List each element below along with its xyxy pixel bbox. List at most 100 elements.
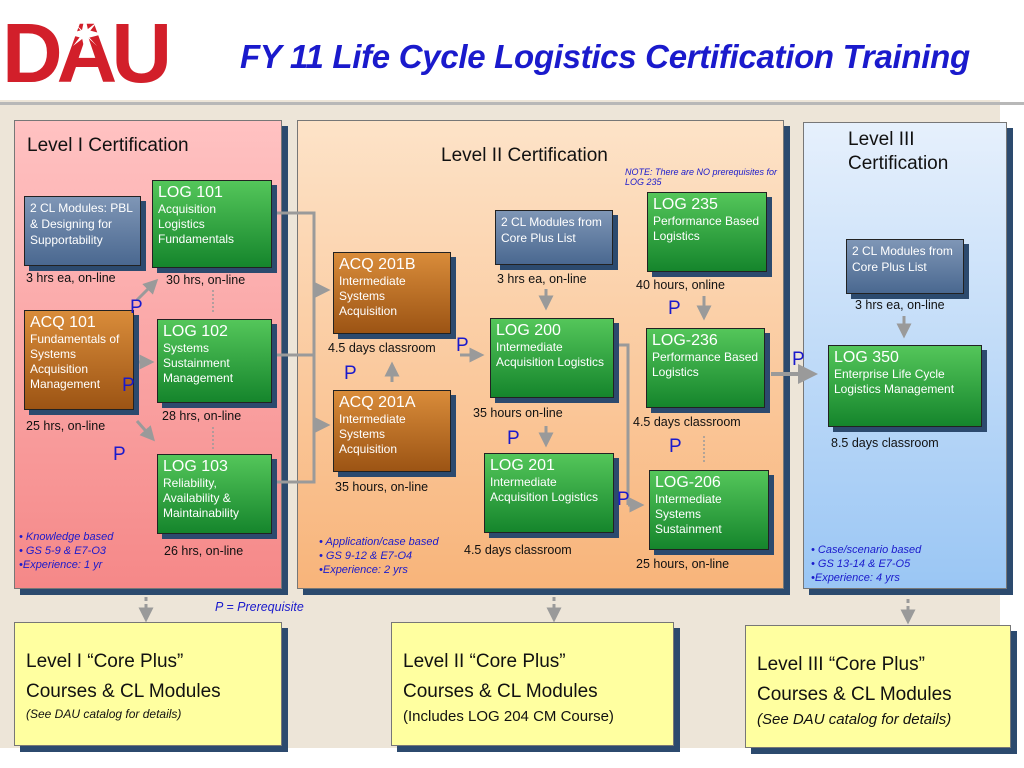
prereq-mark: P (113, 444, 126, 465)
criteria-line: • Case/scenario based (811, 544, 922, 556)
acq101-code: ACQ 101 (30, 314, 96, 331)
level3-core-plus-box[interactable]: Level III “Core Plus” Courses & CL Modul… (745, 625, 1011, 748)
log201-duration: 4.5 days classroom (464, 543, 572, 557)
log350-duration: 8.5 days classroom (831, 436, 939, 450)
level2-modules-duration: 3 hrs ea, on-line (497, 272, 587, 286)
level1-modules-text: 2 CL Modules: PBL & Designing for Suppor… (30, 201, 133, 247)
log350-box[interactable]: LOG 350 Enterprise Life Cycle Logistics … (828, 345, 982, 427)
core-plus-line1: Level I “Core Plus” (26, 651, 184, 672)
criteria-line: •Experience: 1 yr (19, 559, 103, 571)
log236-name: Performance Based Logistics (652, 350, 759, 379)
arrow-acq101-to-log101 (135, 278, 159, 302)
acq201b-box[interactable]: ACQ 201B Intermediate Systems Acquisitio… (333, 252, 451, 334)
acq101-name: Fundamentals of Systems Acquisition Mana… (30, 332, 120, 391)
acq101-box[interactable]: ACQ 101 Fundamentals of Systems Acquisit… (24, 310, 134, 410)
log102-box[interactable]: LOG 102 Systems Sustainment Management (157, 319, 272, 403)
level-3-title: Level III Certification (848, 128, 948, 176)
log236-box[interactable]: LOG-236 Performance Based Logistics (646, 328, 765, 408)
criteria-line: • Knowledge based (19, 531, 114, 543)
logo-text: DAU (2, 12, 167, 90)
log200-code: LOG 200 (496, 322, 561, 339)
criteria-line: • GS 9-12 & E7-O4 (319, 550, 413, 562)
log102-code: LOG 102 (163, 323, 228, 340)
acq201a-code: ACQ 201A (339, 394, 416, 411)
log101-name: Acquisition Logistics Fundamentals (158, 202, 235, 246)
log201-box[interactable]: LOG 201 Intermediate Acquisition Logisti… (484, 453, 614, 533)
log350-name: Enterprise Life Cycle Logistics Manageme… (834, 367, 955, 396)
prereq-mark: P (122, 375, 135, 396)
level1-modules-box[interactable]: 2 CL Modules: PBL & Designing for Suppor… (24, 196, 141, 266)
prereq-mark: P (668, 298, 681, 319)
core-plus-line1: Level II “Core Plus” (403, 651, 566, 672)
level1-bracket (275, 211, 316, 484)
criteria-line: • Application/case based (319, 536, 439, 548)
log206-name: Intermediate Systems Sustainment (655, 492, 722, 536)
acq101-duration: 25 hrs, on-line (26, 419, 106, 433)
acq201a-box[interactable]: ACQ 201A Intermediate Systems Acquisitio… (333, 390, 451, 472)
header-divider (0, 102, 1024, 105)
level2-core-plus-box[interactable]: Level II “Core Plus” Courses & CL Module… (391, 622, 674, 746)
log200-log201-bracket (616, 343, 630, 505)
prereq-mark: P (792, 349, 805, 370)
prereq-mark: P (617, 489, 630, 510)
criteria-line: •Experience: 4 yrs (811, 572, 900, 584)
log103-code: LOG 103 (163, 458, 228, 475)
prereq-mark: P (456, 335, 469, 356)
core-plus-note: (See DAU catalog for details) (26, 707, 182, 721)
level3-modules-box[interactable]: 2 CL Modules from Core Plus List (846, 239, 964, 294)
prereq-mark: P (130, 297, 143, 318)
page-title: FY 11 Life Cycle Logistics Certification… (240, 38, 970, 75)
dau-logo: DAU (2, 12, 173, 90)
acq201b-name: Intermediate Systems Acquisition (339, 274, 406, 318)
core-plus-line1: Level III “Core Plus” (757, 654, 925, 675)
log350-code: LOG 350 (834, 349, 899, 366)
log103-box[interactable]: LOG 103 Reliability, Availability & Main… (157, 454, 272, 534)
log102-duration: 28 hrs, on-line (162, 409, 242, 423)
core-plus-line2: Courses & CL Modules (757, 684, 952, 705)
log200-duration: 35 hours on-line (473, 406, 563, 420)
core-plus-line2: Courses & CL Modules (26, 681, 221, 702)
log235-duration: 40 hours, online (636, 278, 725, 292)
log235-prereq-note: NOTE: There are NO prerequisites for LOG… (625, 167, 783, 187)
log235-prereq-note-text: NOTE: There are NO prerequisites for LOG… (625, 167, 778, 187)
level1-modules-duration: 3 hrs ea, on-line (26, 271, 116, 285)
criteria-line: • GS 5-9 & E7-O3 (19, 545, 106, 557)
criteria-line: • GS 13-14 & E7-O5 (811, 558, 911, 570)
log200-name: Intermediate Acquisition Logistics (496, 340, 605, 369)
level3-criteria: • Case/scenario based • GS 13-14 & E7-O5… (811, 543, 921, 585)
log236-code: LOG-236 (652, 332, 718, 349)
log206-box[interactable]: LOG-206 Intermediate Systems Sustainment (649, 470, 769, 550)
log103-duration: 26 hrs, on-line (164, 544, 244, 558)
level-3-title-line1: Level III (848, 129, 915, 150)
core-plus-note: (See DAU catalog for details) (757, 711, 952, 728)
level2-criteria: • Application/case based • GS 9-12 & E7-… (319, 535, 439, 577)
log101-box[interactable]: LOG 101 Acquisition Logistics Fundamenta… (152, 180, 272, 268)
acq201a-duration: 35 hours, on-line (335, 480, 429, 494)
log236-duration: 4.5 days classroom (633, 415, 741, 429)
level3-modules-text: 2 CL Modules from Core Plus List (852, 244, 953, 274)
prerequisite-legend: P = Prerequisite (215, 600, 304, 614)
log200-box[interactable]: LOG 200 Intermediate Acquisition Logisti… (490, 318, 614, 398)
prereq-mark: P (344, 363, 357, 384)
log102-name: Systems Sustainment Management (163, 341, 234, 385)
acq201a-name: Intermediate Systems Acquisition (339, 412, 406, 456)
level-1-title: Level I Certification (27, 135, 189, 156)
core-plus-note: (Includes LOG 204 CM Course) (403, 708, 614, 725)
log206-code: LOG-206 (655, 474, 721, 491)
logo-star-icon (67, 16, 103, 52)
log101-duration: 30 hrs, on-line (166, 273, 246, 287)
level-3-title-line2: Certification (848, 153, 949, 174)
log235-code: LOG 235 (653, 196, 718, 213)
level1-criteria: • Knowledge based • GS 5-9 & E7-O3 •Expe… (19, 530, 113, 572)
log201-code: LOG 201 (490, 457, 555, 474)
log201-name: Intermediate Acquisition Logistics (490, 475, 599, 504)
level2-modules-text: 2 CL Modules from Core Plus List (501, 215, 602, 245)
level-2-title: Level II Certification (441, 145, 608, 166)
level1-core-plus-box[interactable]: Level I “Core Plus” Courses & CL Modules… (14, 622, 282, 746)
log235-box[interactable]: LOG 235 Performance Based Logistics (647, 192, 767, 272)
log235-name: Performance Based Logistics (653, 214, 760, 243)
level2-modules-box[interactable]: 2 CL Modules from Core Plus List (495, 210, 613, 265)
acq201b-code: ACQ 201B (339, 256, 416, 273)
log103-name: Reliability, Availability & Maintainabil… (163, 476, 240, 520)
log206-duration: 25 hours, on-line (636, 557, 730, 571)
